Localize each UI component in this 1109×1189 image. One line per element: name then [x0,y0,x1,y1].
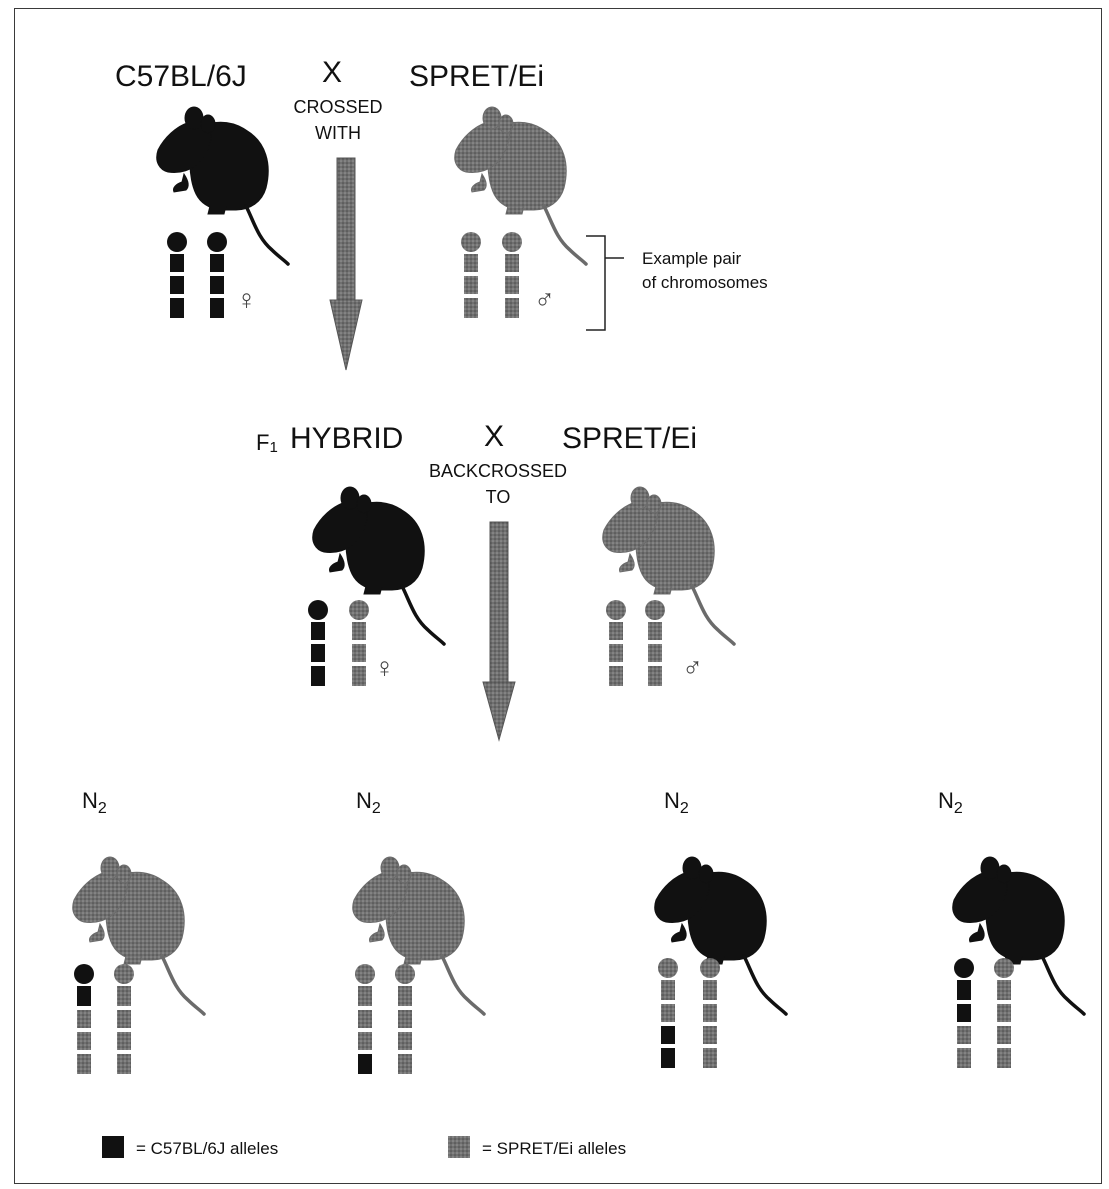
n2-chromosomes-2 [355,964,415,1074]
legend-c57-swatch [102,1136,124,1158]
n2-label-1: N2 [82,790,107,817]
f1-prefix: F1 [256,432,278,455]
f1-hybrid-label: HYBRID [290,424,403,454]
backcross-arrow [483,522,515,740]
n2-mouse-2 [353,857,484,1014]
parent-left-label: C57BL/6J [115,62,247,92]
spret-chromosome-pair [461,232,522,318]
cross-arrow-1 [330,158,362,370]
n2-chromosomes-1 [74,964,134,1074]
cross-symbol-1: X [322,58,342,88]
n2-label-4: N2 [938,790,963,817]
f1-chromosome-pair [308,600,369,686]
cross-symbol-2: X [484,422,504,452]
male-symbol-1: ♂ [534,286,555,314]
spret-chromosome-pair-2 [606,600,665,686]
cross-text-2: WITH [278,124,398,142]
n2-mouse-4 [953,857,1084,1014]
n2-chromosomes-4 [954,958,1014,1068]
chromosome-bracket [586,236,605,330]
legend-spret-swatch [448,1136,470,1158]
annotation-line-2: of chromosomes [642,274,768,291]
female-symbol-1: ♀ [236,286,257,314]
cross-text-1: CROSSED [278,98,398,116]
n2-label-3: N2 [664,790,689,817]
female-symbol-2: ♀ [374,654,395,682]
backcross-text-2: TO [398,488,598,506]
male-symbol-2: ♂ [682,654,703,682]
n2-label-2: N2 [356,790,381,817]
f1-hybrid-mouse [313,487,444,644]
annotation-line-1: Example pair [642,250,741,267]
parent-right-label: SPRET/Ei [409,62,544,92]
backcross-text-1: BACKCROSSED [398,462,598,480]
n2-mouse-1 [73,857,204,1014]
c57-chromosome-pair [167,232,227,318]
legend-c57-label: = C57BL/6J alleles [136,1140,278,1157]
legend-spret-label: = SPRET/Ei alleles [482,1140,626,1157]
parent-right-label-2: SPRET/Ei [562,424,697,454]
n2-chromosomes-3 [658,958,720,1068]
spret-mouse-2 [603,487,734,644]
